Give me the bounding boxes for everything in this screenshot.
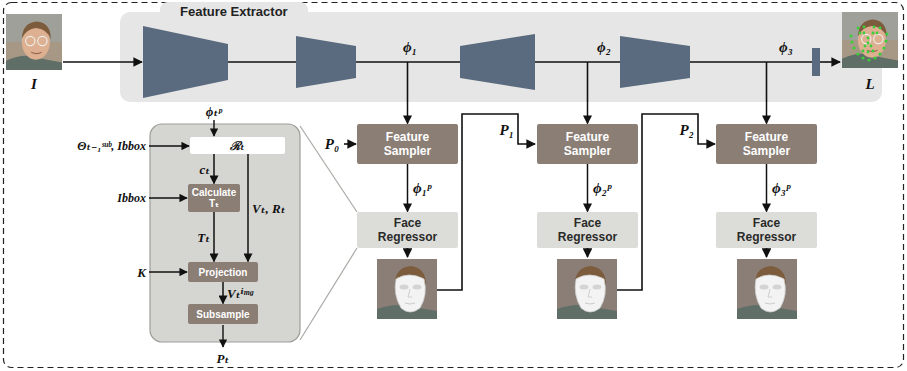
node-label: Face Regressor bbox=[543, 216, 632, 244]
connector-arrow bbox=[213, 212, 215, 262]
connector-arrow bbox=[766, 164, 768, 212]
feature-symbol: ϕ₂ bbox=[597, 39, 611, 56]
connector-arrow bbox=[407, 164, 409, 212]
wire bbox=[228, 61, 296, 63]
feature-sampler-box: Feature Sampler bbox=[357, 124, 458, 164]
encoder-block bbox=[296, 36, 356, 88]
connector-arrow bbox=[587, 164, 589, 212]
points-symbol: P₀ bbox=[325, 136, 339, 153]
points-symbol: P₂ bbox=[680, 122, 694, 139]
subsample-box: Subsample bbox=[188, 304, 258, 324]
wire bbox=[222, 325, 223, 347]
encoder-block bbox=[143, 26, 228, 98]
node-label: ℛₜ bbox=[230, 139, 244, 153]
edge-label: cₜ bbox=[199, 162, 210, 177]
zoom-line bbox=[300, 248, 357, 340]
wire bbox=[213, 120, 214, 136]
landmark-dots bbox=[849, 26, 888, 62]
node-label: Face Regressor bbox=[363, 216, 452, 244]
face-regressor-box: Face Regressor bbox=[537, 212, 638, 248]
input-symbol: K bbox=[137, 265, 146, 280]
wire bbox=[407, 248, 409, 257]
face-mask-image bbox=[557, 259, 617, 319]
output-arrow bbox=[820, 61, 840, 63]
wire bbox=[690, 61, 812, 63]
feature-tap bbox=[766, 62, 768, 102]
node-label: Feature Sampler bbox=[543, 130, 632, 158]
encoder-block bbox=[620, 36, 690, 88]
feature-symbol: ϕ₃ bbox=[779, 39, 793, 56]
node-label: Subsample bbox=[196, 309, 249, 320]
output-layer bbox=[812, 48, 820, 76]
sampled-feature-symbol: ϕ₃ᵖ bbox=[772, 180, 790, 197]
connector-arrow bbox=[407, 102, 409, 124]
node-label: Calculate Tₜ bbox=[190, 187, 238, 209]
face-mask-image bbox=[377, 259, 437, 319]
tab-title: Feature Extractor bbox=[180, 4, 288, 19]
face-regressor-box: Face Regressor bbox=[357, 212, 458, 248]
wire bbox=[149, 271, 187, 272]
connector-arrow bbox=[247, 154, 249, 262]
wire bbox=[587, 248, 589, 257]
network-blocks bbox=[143, 26, 820, 98]
input-symbol: Ibbox bbox=[117, 191, 146, 205]
edge-label: Tₜ bbox=[197, 230, 210, 245]
input-symbol: Θₜ₋₁ˢᵘᵇ, Ibbox bbox=[77, 139, 146, 153]
edge-label: Vₜⁱᵐᵍ bbox=[227, 286, 253, 301]
node-label: Feature Sampler bbox=[363, 130, 452, 158]
points-symbol: P₁ bbox=[500, 122, 514, 139]
connector-arrow bbox=[587, 102, 589, 124]
connector-arrow bbox=[222, 282, 224, 304]
backbone-wires bbox=[228, 62, 840, 102]
landmark-face-image bbox=[842, 12, 898, 68]
p0-arrow bbox=[344, 143, 356, 145]
calculate-box: Calculate Tₜ bbox=[188, 184, 240, 212]
input-face-image bbox=[6, 14, 62, 70]
node-label: Face Regressor bbox=[722, 216, 811, 244]
outer-dashed-frame bbox=[4, 3, 904, 368]
wire bbox=[766, 248, 768, 257]
regressor-output-arrows bbox=[408, 114, 767, 290]
regressor-detail-panel bbox=[150, 124, 300, 342]
feature-sampler-box: Feature Sampler bbox=[716, 124, 817, 164]
node-label: Feature Sampler bbox=[722, 130, 811, 158]
connector-arrow bbox=[766, 102, 768, 124]
projection-box: Projection bbox=[188, 262, 258, 282]
wire bbox=[149, 197, 187, 198]
image-symbol: I bbox=[31, 76, 37, 93]
zoom-line bbox=[300, 126, 357, 212]
feature-tap bbox=[587, 62, 589, 102]
output-symbol: Pₜ bbox=[217, 351, 230, 366]
tab-label-box: Feature Extractor bbox=[160, 2, 308, 22]
feature-extractor-ground bbox=[120, 12, 882, 102]
wire bbox=[535, 61, 620, 63]
face-regressor-box: Face Regressor bbox=[716, 212, 817, 248]
sampled-feature-symbol: ϕ₂ᵖ bbox=[593, 180, 611, 197]
node-label: Projection bbox=[199, 267, 248, 278]
decoder-block bbox=[460, 34, 535, 90]
face-mask-image bbox=[737, 259, 797, 319]
input-symbol: ϕₜᵖ bbox=[206, 104, 222, 119]
feature-tap bbox=[407, 62, 409, 102]
feature-sampler-box: Feature Sampler bbox=[537, 124, 638, 164]
edge-label: Vₜ, Rₜ bbox=[252, 201, 285, 216]
landmark-symbol: L bbox=[865, 76, 874, 93]
connector-arrow bbox=[213, 154, 215, 184]
input-arrow bbox=[63, 61, 142, 63]
wire bbox=[149, 145, 189, 146]
rotation-box: ℛₜ bbox=[190, 137, 285, 154]
feature-extractor-band: Feature Extractor bbox=[120, 12, 882, 102]
sampled-feature-symbol: ϕ₁ᵖ bbox=[413, 180, 431, 197]
feature-symbol: ϕ₁ bbox=[403, 39, 417, 56]
